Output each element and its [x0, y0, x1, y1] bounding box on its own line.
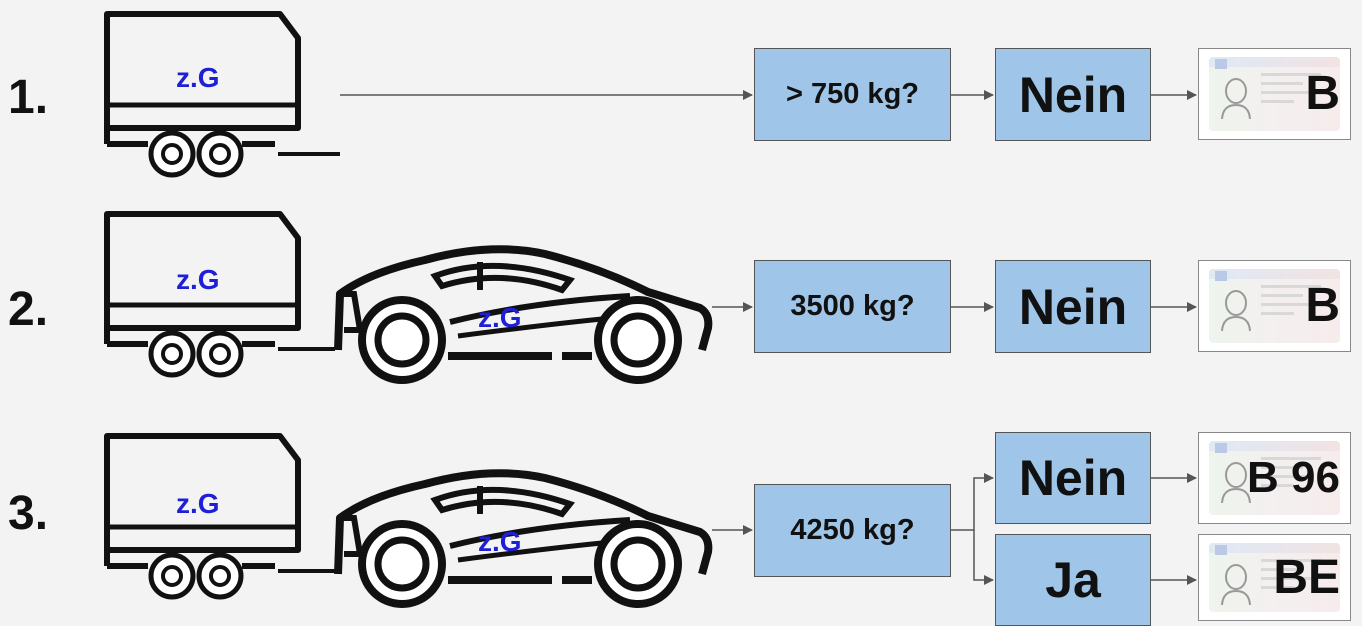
weight-question-box: 3500 kg?	[754, 260, 951, 353]
weight-question-box: > 750 kg?	[754, 48, 951, 141]
license-category: B	[1305, 67, 1340, 120]
portrait-icon	[1221, 78, 1251, 119]
trailer-icon	[104, 433, 335, 600]
trailer-icon	[104, 211, 335, 378]
trailer-label: z.G	[176, 264, 220, 295]
row-number: 2.	[8, 283, 49, 336]
trailer-label: z.G	[176, 62, 220, 93]
license-card: B	[1198, 48, 1351, 140]
trailer-label: z.G	[176, 488, 220, 519]
arrow-row3-branch-nein	[951, 473, 994, 531]
portrait-icon	[1221, 462, 1251, 503]
row-number: 3.	[8, 487, 49, 540]
row-number: 1.	[8, 71, 49, 124]
license-category: BE	[1273, 550, 1340, 604]
license-card: B 96	[1198, 432, 1351, 524]
portrait-icon	[1221, 290, 1251, 331]
license-category: B	[1305, 279, 1340, 332]
answer-box: Nein	[995, 260, 1151, 353]
answer-box-nein: Nein	[995, 432, 1151, 524]
license-card: BE	[1198, 534, 1351, 621]
car-icon	[334, 245, 713, 384]
trailer-icon	[104, 11, 340, 178]
arrow-row3-branch-ja	[973, 530, 994, 585]
license-card: B	[1198, 260, 1351, 352]
license-category: B 96	[1247, 453, 1340, 502]
car-label: z.G	[478, 526, 522, 557]
portrait-icon	[1221, 564, 1251, 605]
answer-box-ja: Ja	[995, 534, 1151, 626]
car-label: z.G	[478, 302, 522, 333]
car-icon	[334, 469, 713, 608]
weight-question-box: 4250 kg?	[754, 484, 951, 577]
answer-box: Nein	[995, 48, 1151, 141]
